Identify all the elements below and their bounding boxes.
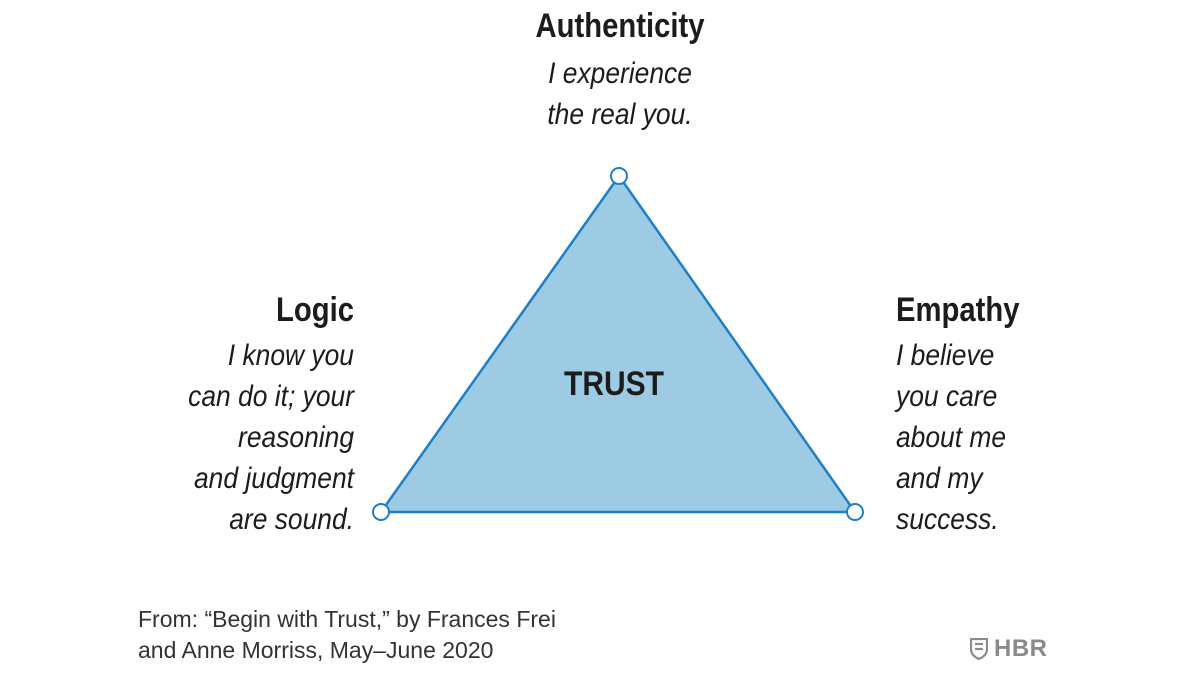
logic-description-line: and judgment — [194, 462, 354, 495]
logic-description-line: are sound. — [229, 503, 354, 536]
trust-center-label: TRUST — [564, 365, 664, 403]
shield-icon — [970, 638, 988, 660]
empathy-description-line: about me — [896, 421, 1007, 454]
logic-title: Logic — [276, 291, 354, 329]
authenticity-description: I experience the real you. — [514, 53, 725, 135]
authenticity-vertex-marker — [610, 167, 628, 185]
authenticity-description-line: the real you. — [547, 98, 693, 131]
empathy-description-line: success. — [896, 503, 999, 536]
source-citation: From: “Begin with Trust,” by Frances Fre… — [138, 604, 556, 666]
hbr-wordmark: HBR — [994, 635, 1048, 662]
logic-description-line: can do it; your — [188, 380, 354, 413]
authenticity-description-line: I experience — [548, 57, 692, 90]
empathy-title: Empathy — [896, 291, 1020, 329]
source-citation-line: and Anne Morriss, May–June 2020 — [138, 637, 494, 663]
trust-triangle — [379, 174, 857, 514]
empathy-description-line: I believe — [896, 339, 995, 372]
empathy-description-line: you care — [896, 380, 998, 413]
authenticity-title: Authenticity — [535, 7, 705, 45]
logic-vertex-marker — [372, 503, 390, 521]
empathy-description: I believe you care about me and my succe… — [896, 335, 1107, 540]
empathy-description-line: and my — [896, 462, 983, 495]
empathy-vertex-marker — [846, 503, 864, 521]
logic-description: I know you can do it; your reasoning and… — [130, 335, 354, 540]
source-citation-line: From: “Begin with Trust,” by Frances Fre… — [138, 606, 556, 632]
hbr-logo: HBR — [970, 634, 1048, 664]
logic-description-line: I know you — [227, 339, 354, 372]
logic-description-line: reasoning — [238, 421, 354, 454]
